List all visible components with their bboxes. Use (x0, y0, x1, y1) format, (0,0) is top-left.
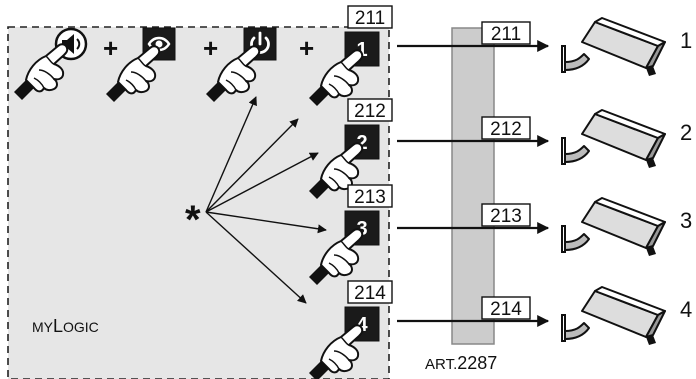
camera-number-2: 2 (680, 120, 692, 145)
button-code-1: 211 (355, 8, 385, 29)
camera-number-3: 3 (680, 208, 692, 233)
output-code-box-4 (481, 296, 531, 320)
output-row-3: 213 3 (397, 197, 692, 257)
asterisk-marker: * (185, 198, 201, 242)
art-label-prefix: ART. (425, 356, 457, 373)
button-code-2: 212 (354, 101, 386, 122)
mylogic-label-initial: L (53, 316, 63, 336)
output-code-2: 212 (490, 119, 522, 140)
camera-key-number-1: 1 (356, 39, 367, 61)
plus-sign-3: + (299, 33, 314, 63)
camera-key-number-2: 2 (356, 132, 367, 154)
camera-icon (561, 286, 666, 346)
camera-key-4[interactable]: 4 (344, 306, 380, 342)
output-code-1: 211 (491, 24, 521, 45)
camera-icon (561, 197, 666, 257)
camera-number-1: 1 (680, 28, 692, 53)
button-code-3: 213 (354, 187, 386, 208)
selection-fan-arrows (205, 96, 327, 304)
button-code-box-1 (347, 5, 393, 29)
camera-icon (561, 17, 666, 77)
mylogic-label-prefix: MY (32, 319, 54, 335)
button-code-box-4 (347, 280, 393, 304)
output-row-2: 212 2 (397, 109, 692, 169)
output-code-box-1 (481, 21, 531, 45)
output-code-box-3 (481, 203, 531, 227)
plus-sign-1: + (103, 33, 118, 63)
camera-key-number-3: 3 (356, 218, 367, 240)
output-code-box-2 (481, 116, 531, 140)
output-row-1: 211 1 (397, 17, 692, 77)
plus-sign-2: + (203, 33, 218, 63)
output-code-4: 214 (490, 299, 522, 320)
art-module-label: ART.2287 (425, 353, 497, 373)
output-row-4: 214 4 (397, 286, 692, 346)
mylogic-label: MYLOGIC (32, 316, 99, 336)
button-code-4: 214 (354, 283, 386, 304)
art-label-number: 2287 (457, 353, 497, 373)
button-code-box-2 (347, 98, 393, 122)
camera-icon (561, 109, 666, 169)
output-code-3: 213 (490, 206, 522, 227)
camera-number-4: 4 (680, 297, 692, 322)
art-module-bar (451, 27, 495, 345)
mylogic-label-rest: OGIC (63, 319, 99, 335)
button-code-box-3 (347, 184, 393, 208)
